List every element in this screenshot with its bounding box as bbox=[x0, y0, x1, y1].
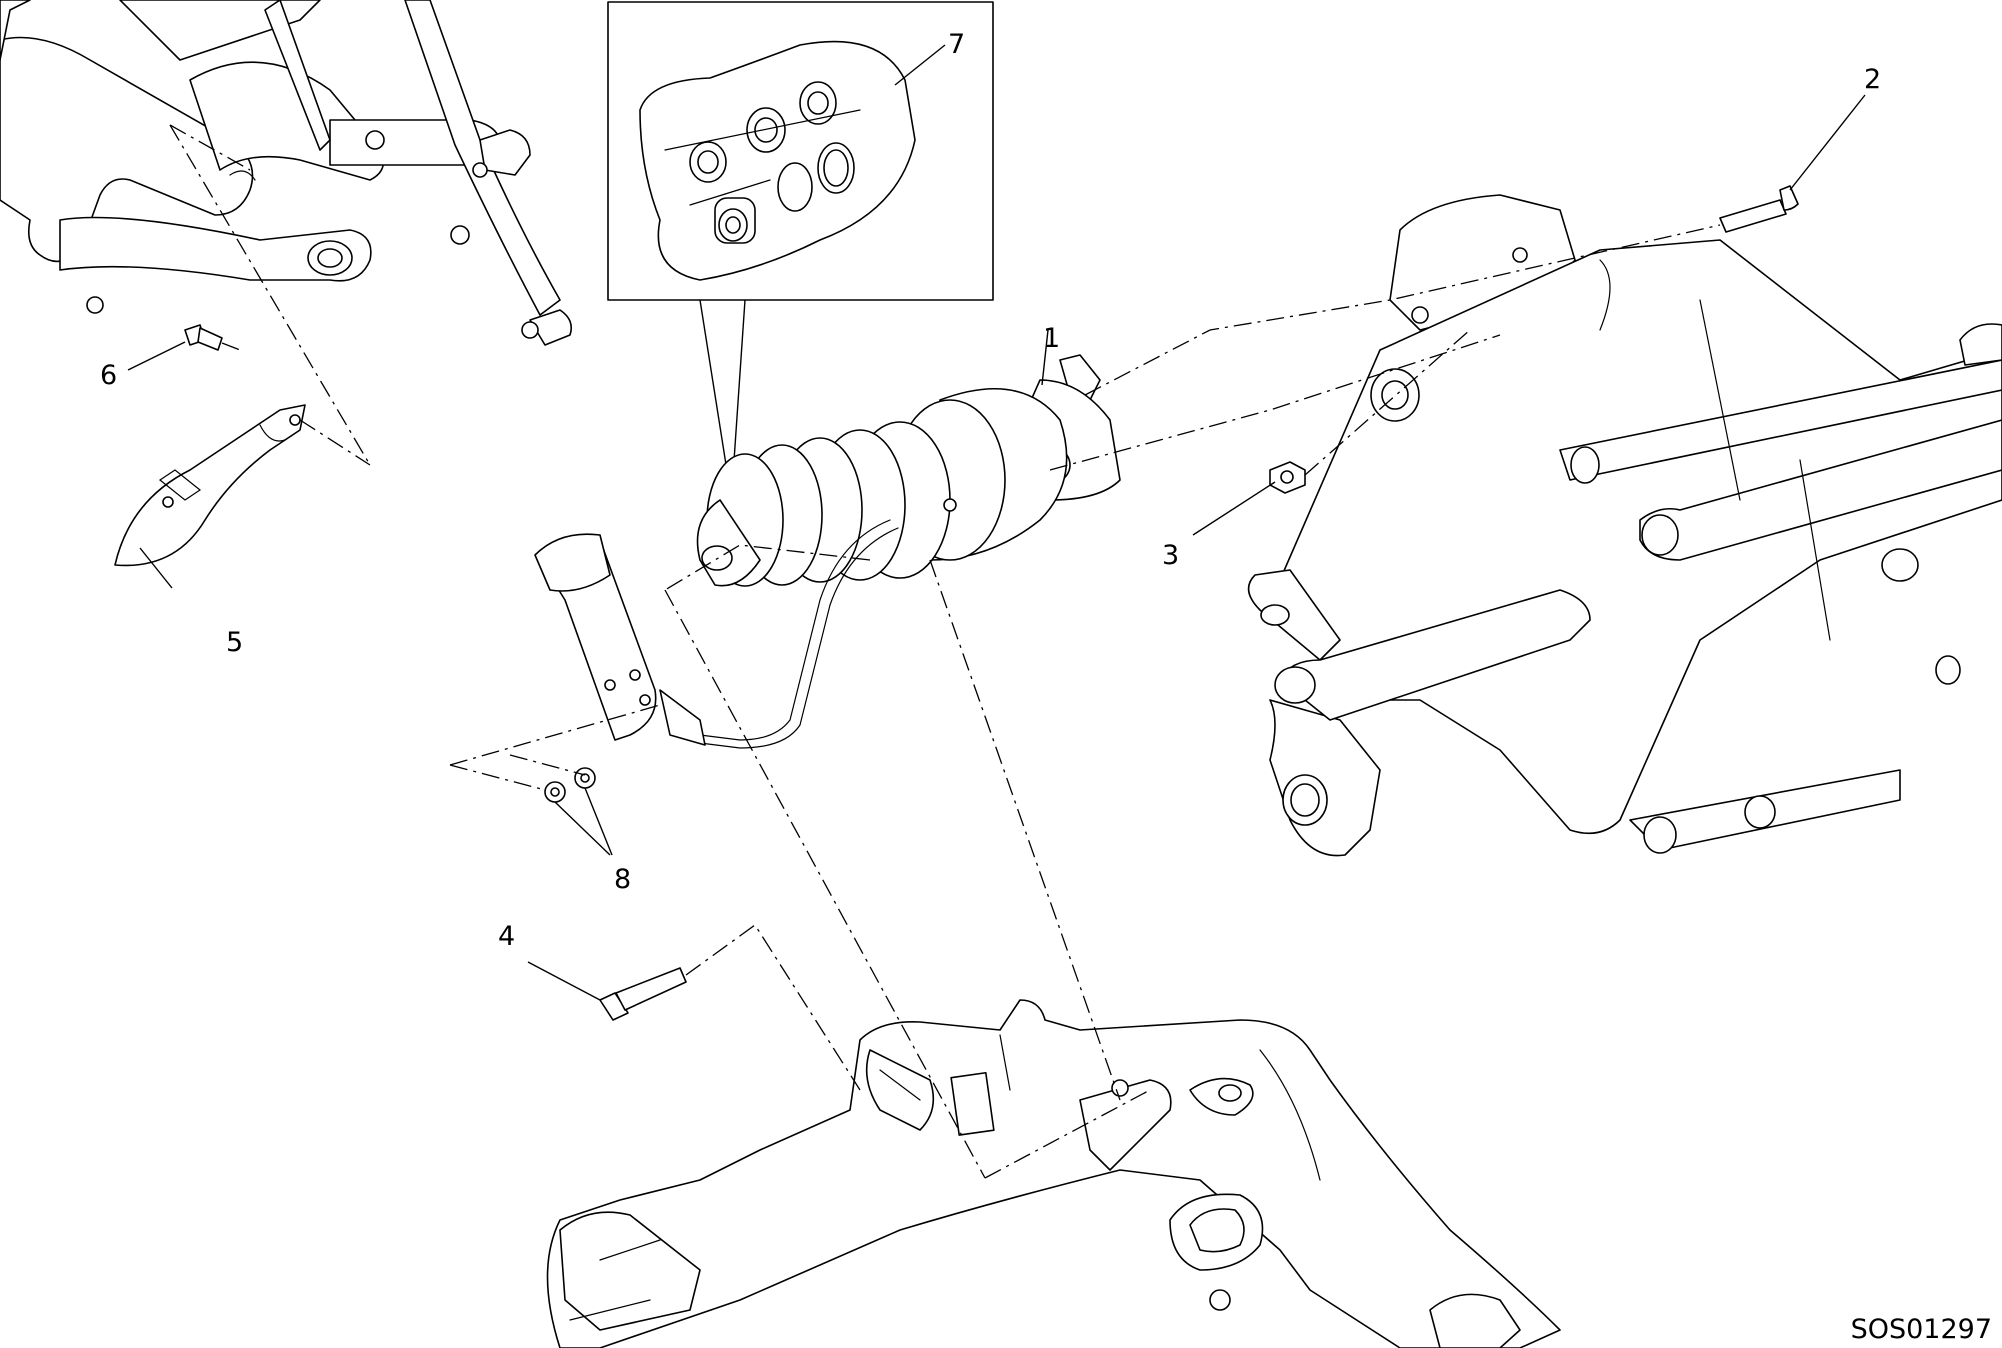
leader-lines bbox=[127, 44, 1866, 1001]
callout-guard-screw: 6 bbox=[100, 360, 117, 391]
shock-absorber-drawing bbox=[696, 354, 1121, 749]
guard-drawing bbox=[114, 404, 306, 567]
main-frame-drawing bbox=[1247, 194, 2002, 857]
callout-nut: 3 bbox=[1162, 540, 1179, 571]
subframe-drawing bbox=[0, 0, 573, 346]
guard-screw-drawing bbox=[184, 324, 223, 351]
assembly-lines bbox=[169, 124, 1721, 1179]
callout-shock-absorber: 1 bbox=[1043, 323, 1060, 354]
nut-drawing bbox=[1269, 461, 1306, 494]
drawing-code: SOS01297 bbox=[1851, 1314, 1992, 1345]
lower-bolt-drawing bbox=[599, 967, 687, 1021]
swingarm-drawing bbox=[546, 999, 1561, 1348]
bushing-inset bbox=[607, 1, 994, 491]
callout-bushing-kit: 7 bbox=[948, 29, 965, 60]
upper-bolt-drawing bbox=[1719, 185, 1799, 233]
callout-lower-bolt: 4 bbox=[498, 921, 515, 952]
callout-guard: 5 bbox=[226, 627, 243, 658]
callout-reservoir-screws: 8 bbox=[614, 864, 631, 895]
callout-upper-bolt: 2 bbox=[1864, 64, 1881, 95]
reservoir-screws-drawing bbox=[544, 767, 613, 856]
reservoir-drawing bbox=[534, 533, 706, 746]
